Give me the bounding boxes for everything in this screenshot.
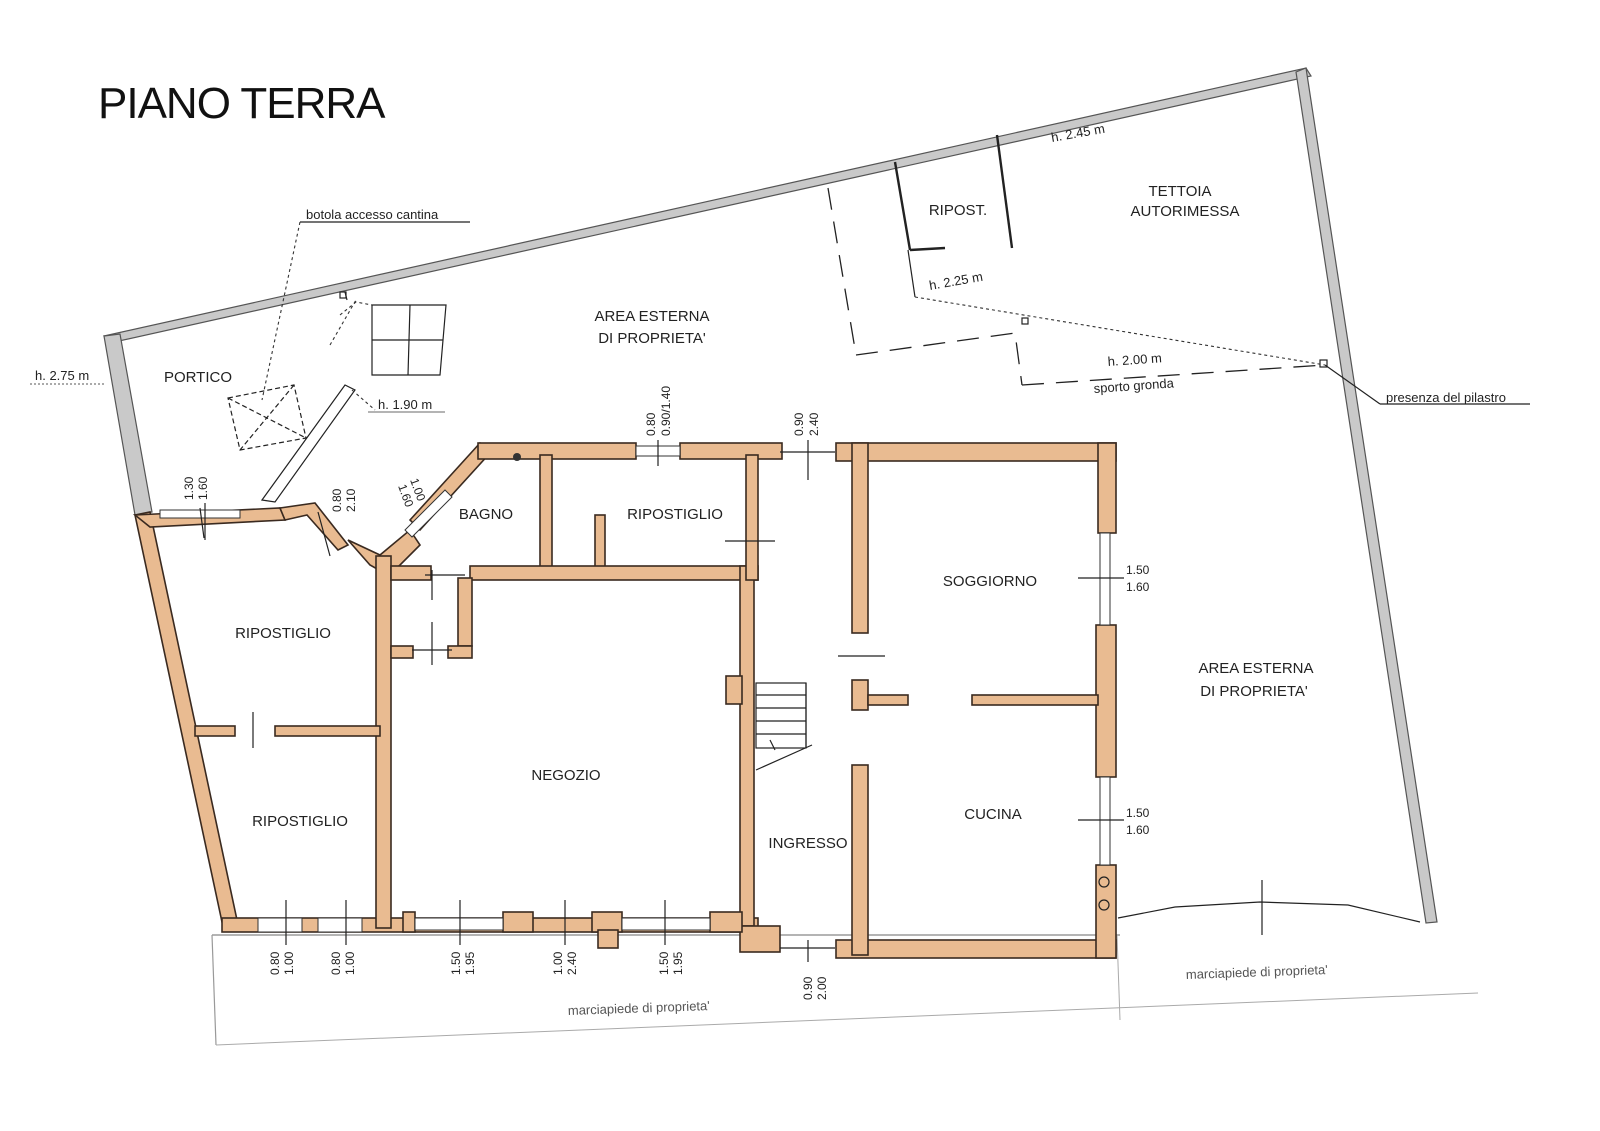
note-botola: botola accesso cantina	[306, 207, 439, 222]
dim-100b: 1.00	[282, 951, 296, 975]
label-ripostiglio-top: RIPOSTIGLIO	[627, 506, 723, 523]
eave-lines	[827, 187, 1326, 386]
dim-080b: 0.80	[644, 412, 658, 436]
dim-200: 2.00	[815, 976, 829, 1000]
label-negozio: NEGOZIO	[531, 767, 600, 784]
plan-title: PIANO TERRA	[98, 79, 386, 128]
note-h-200: h. 2.00 m	[1107, 350, 1162, 369]
dim-150b: 1.50	[1126, 806, 1150, 820]
label-area-esterna-right-1: AREA ESTERNA	[1198, 660, 1313, 677]
dim-130: 1.30	[182, 476, 196, 500]
note-h-190: h. 1.90 m	[378, 397, 432, 412]
label-cucina: CUCINA	[964, 806, 1022, 823]
dim-240b: 2.40	[565, 951, 579, 975]
label-ingresso: INGRESSO	[768, 835, 847, 852]
dim-240a: 2.40	[807, 412, 821, 436]
dim-150d: 1.50	[657, 951, 671, 975]
dim-080a: 0.80	[330, 488, 344, 512]
dim-150a: 1.50	[1126, 563, 1150, 577]
note-h-275: h. 2.75 m	[35, 368, 89, 383]
label-ripost: RIPOST.	[929, 202, 987, 219]
label-soggiorno: SOGGIORNO	[943, 573, 1037, 590]
label-area-esterna-top-2: DI PROPRIETA'	[598, 330, 706, 347]
sidewalk-lines	[211, 934, 1479, 1046]
annotations: botola accesso cantina h. 2.75 m h. 1.90…	[35, 121, 1506, 1018]
label-ripostiglio-left-2: RIPOSTIGLIO	[252, 813, 348, 830]
note-sporto-gronda: sporto gronda	[1093, 375, 1175, 396]
portico-elements	[227, 221, 470, 503]
note-marciapiede-right: marciapiede di proprieta'	[1186, 962, 1328, 982]
label-area-esterna-top-1: AREA ESTERNA	[594, 308, 709, 325]
staircase	[755, 682, 813, 771]
label-area-esterna-right-2: DI PROPRIETA'	[1200, 683, 1308, 700]
dim-195a: 1.95	[463, 951, 477, 975]
note-marciapiede-left: marciapiede di proprieta'	[568, 998, 710, 1018]
dim-160a: 1.60	[196, 476, 210, 500]
dim-160c: 1.60	[1126, 580, 1150, 594]
label-tettoia-1: TETTOIA	[1148, 183, 1211, 200]
label-portico: PORTICO	[164, 369, 232, 386]
label-tettoia-2: AUTORIMESSA	[1131, 203, 1240, 220]
dim-080d: 0.80	[329, 951, 343, 975]
dimension-labels: 1.30 1.60 0.80 2.10 1.00 1.60 0.80 0.90/…	[182, 386, 1150, 1000]
dim-100d: 1.00	[551, 951, 565, 975]
room-labels: PORTICO AREA ESTERNA DI PROPRIETA' RIPOS…	[164, 183, 1314, 852]
ripost-outline	[893, 134, 1014, 298]
building-walls-right	[835, 442, 1117, 959]
dim-100c: 1.00	[343, 951, 357, 975]
dim-150c: 1.50	[449, 951, 463, 975]
note-pilastro: presenza del pilastro	[1386, 390, 1506, 405]
dim-090a: 0.90	[792, 412, 806, 436]
dim-090b: 0.90	[801, 976, 815, 1000]
dim-195b: 1.95	[671, 951, 685, 975]
windows	[159, 445, 1111, 933]
label-bagno: BAGNO	[459, 506, 513, 523]
dim-160d: 1.60	[1126, 823, 1150, 837]
dim-210: 2.10	[344, 488, 358, 512]
dim-080c: 0.80	[268, 951, 282, 975]
property-boundary	[102, 67, 1438, 924]
label-ripostiglio-left-1: RIPOSTIGLIO	[235, 625, 331, 642]
dimension-ticks	[204, 440, 809, 962]
dim-090-140: 0.90/1.40	[659, 386, 673, 436]
note-h-225: h. 2.25 m	[928, 269, 984, 293]
door-marks	[30, 317, 1530, 949]
